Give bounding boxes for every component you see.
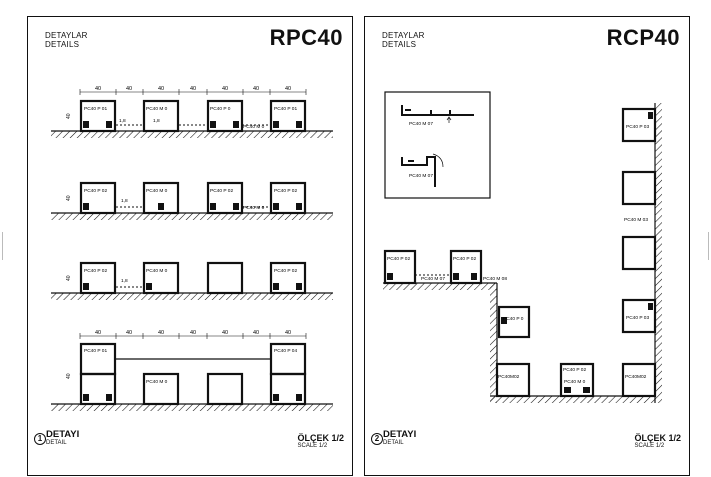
caption-en: DETAILS (45, 40, 80, 49)
row-1: 40 40 40 40 40 40 40 40 (51, 86, 333, 138)
scale-footer: ÖLÇEK 1/2 SCALE 1/2 (297, 433, 344, 450)
scale-subtitle: SCALE 1/2 (297, 443, 328, 449)
dim-label-vertical: 40 (66, 373, 72, 379)
part-label: PC40 P 01 (274, 106, 297, 112)
page-edge-right (708, 232, 709, 260)
scale-footer: ÖLÇEK 1/2 SCALE 1/2 (634, 433, 681, 450)
dim-label: 40 (222, 86, 228, 92)
dim-label: 40 (126, 330, 132, 336)
dim-label: 40 (158, 330, 164, 336)
part-label: PC40 M 0 (146, 188, 168, 194)
bottom-floor: PC40M02 PC40 P 02 PC40 M 0 (490, 362, 655, 403)
part-label: PC40M02 (498, 374, 520, 380)
caption-en: DETAILS (382, 40, 417, 49)
scale-title: ÖLÇEK 1/2 (634, 433, 681, 443)
row-3: 40 PC40 P 02 PC40 M 0 PC40 P 02 1,8 (51, 261, 333, 300)
ground-hatch (51, 131, 333, 138)
caption-tr: DETAYLAR (382, 31, 425, 40)
part-label: PC40 M 0 (564, 379, 586, 385)
caption-tr: DETAYLAR (45, 31, 88, 40)
page-edge-left (2, 232, 3, 260)
dim-label: 40 (126, 86, 132, 92)
part-label: PC40 P 0 (503, 316, 524, 322)
dim-label: 40 (190, 86, 196, 92)
part-label: PC40 M 03 (624, 217, 648, 223)
part-label: PC40 P 02 (274, 268, 297, 274)
dim-label: 40 (285, 330, 291, 336)
row-2: 40 PC40 P 02 PC40 M 0 PC40 P 02 PC40 P 0… (51, 181, 333, 220)
part-label: PC40 M 07 (409, 173, 433, 179)
detail-sheet-rcp40: DETAYLAR DETAILS RCP40 PC40 M 07 PC40 M … (364, 16, 690, 476)
dim-small: 1,8 (119, 118, 126, 124)
dim-label: 40 (158, 86, 164, 92)
vertical-wall: PC40 P 03 PC40 M 03 PC40 P 03 PC40M02 (621, 103, 662, 403)
detail-title: DETAYI (46, 429, 80, 440)
rpc40-detail-drawing: 40 40 40 40 40 40 40 40 (51, 86, 333, 411)
part-label: PC40 P 02 (84, 188, 107, 194)
inner-wall: PC40 P 0 (490, 283, 531, 403)
dim-small: 1,8 (153, 118, 160, 124)
part-label: PC40 M 08 (483, 276, 507, 282)
sheet-caption: DETAYLAR DETAILS (45, 31, 88, 49)
row-4: 40 40 40 40 40 40 40 40 (51, 330, 333, 411)
part-label: PC40 M 07 (409, 121, 433, 127)
detail-subtitle: DETAIL (383, 440, 404, 446)
part-label: PC40 P 01 (84, 106, 107, 112)
detail-title: DETAYI (383, 429, 417, 440)
dim-label: 40 (222, 330, 228, 336)
part-label: PC40 P 03 (626, 124, 649, 130)
part-label: PC40 M 0 (146, 379, 168, 385)
dim-label: 40 (253, 330, 259, 336)
part-label: PC40 P 01 (84, 348, 107, 354)
sheet-title: RPC40 (269, 25, 343, 50)
part-label: PC40 P 02 (453, 256, 476, 262)
sheet-caption: DETAYLAR DETAILS (382, 31, 425, 49)
detail-number: 1 (34, 433, 46, 445)
dim-label: 40 (285, 86, 291, 92)
dim-label: 40 (253, 86, 259, 92)
dim-label-vertical: 40 (66, 195, 72, 201)
detail-subtitle: DETAIL (46, 440, 67, 446)
rcp40-detail-drawing: PC40 M 07 PC40 M 07 PC40 P 03 P (383, 91, 662, 403)
part-label: PC40 P 02 (274, 188, 297, 194)
dim-label: 40 (95, 330, 101, 336)
dim-label: 40 (95, 86, 101, 92)
dim-small: 1,8 (121, 198, 128, 204)
part-label: PC40 P 03 (626, 315, 649, 321)
dim-small: 1,8 (121, 278, 128, 284)
detail-number: 2 (371, 433, 383, 445)
detail-sheet-rpc40: DETAYLAR DETAILS RPC40 40 40 40 4 (27, 16, 353, 476)
scale-subtitle: SCALE 1/2 (634, 443, 665, 449)
top-ledge: PC40 P 02 PC40 P 02 PC40 M 07 PC40 M 08 (383, 249, 507, 290)
scale-title: ÖLÇEK 1/2 (297, 433, 344, 443)
dim-label-vertical: 40 (66, 113, 72, 119)
part-label: PC40 P 04 (274, 348, 297, 354)
profile-inset: PC40 M 07 PC40 M 07 (384, 91, 491, 199)
part-label: PC40 P 02 (563, 367, 586, 373)
part-label: PC40 P 02 (387, 256, 410, 262)
part-label: PC40 M 0 (146, 106, 168, 112)
part-label: PC40 P 0 (210, 106, 231, 112)
dim-label-vertical: 40 (66, 275, 72, 281)
part-label: PC40 P 02 (84, 268, 107, 274)
part-label: PC40 M 0 (146, 268, 168, 274)
part-label: PC40M02 (625, 374, 647, 380)
part-label: PC40 M 0 (243, 124, 265, 130)
part-label: PC40 M 07 (421, 276, 445, 282)
dim-label: 40 (190, 330, 196, 336)
part-label: PC40 P 02 (210, 188, 233, 194)
sheet-title: RCP40 (606, 25, 680, 50)
part-label: PC40 M 0 (243, 205, 265, 211)
